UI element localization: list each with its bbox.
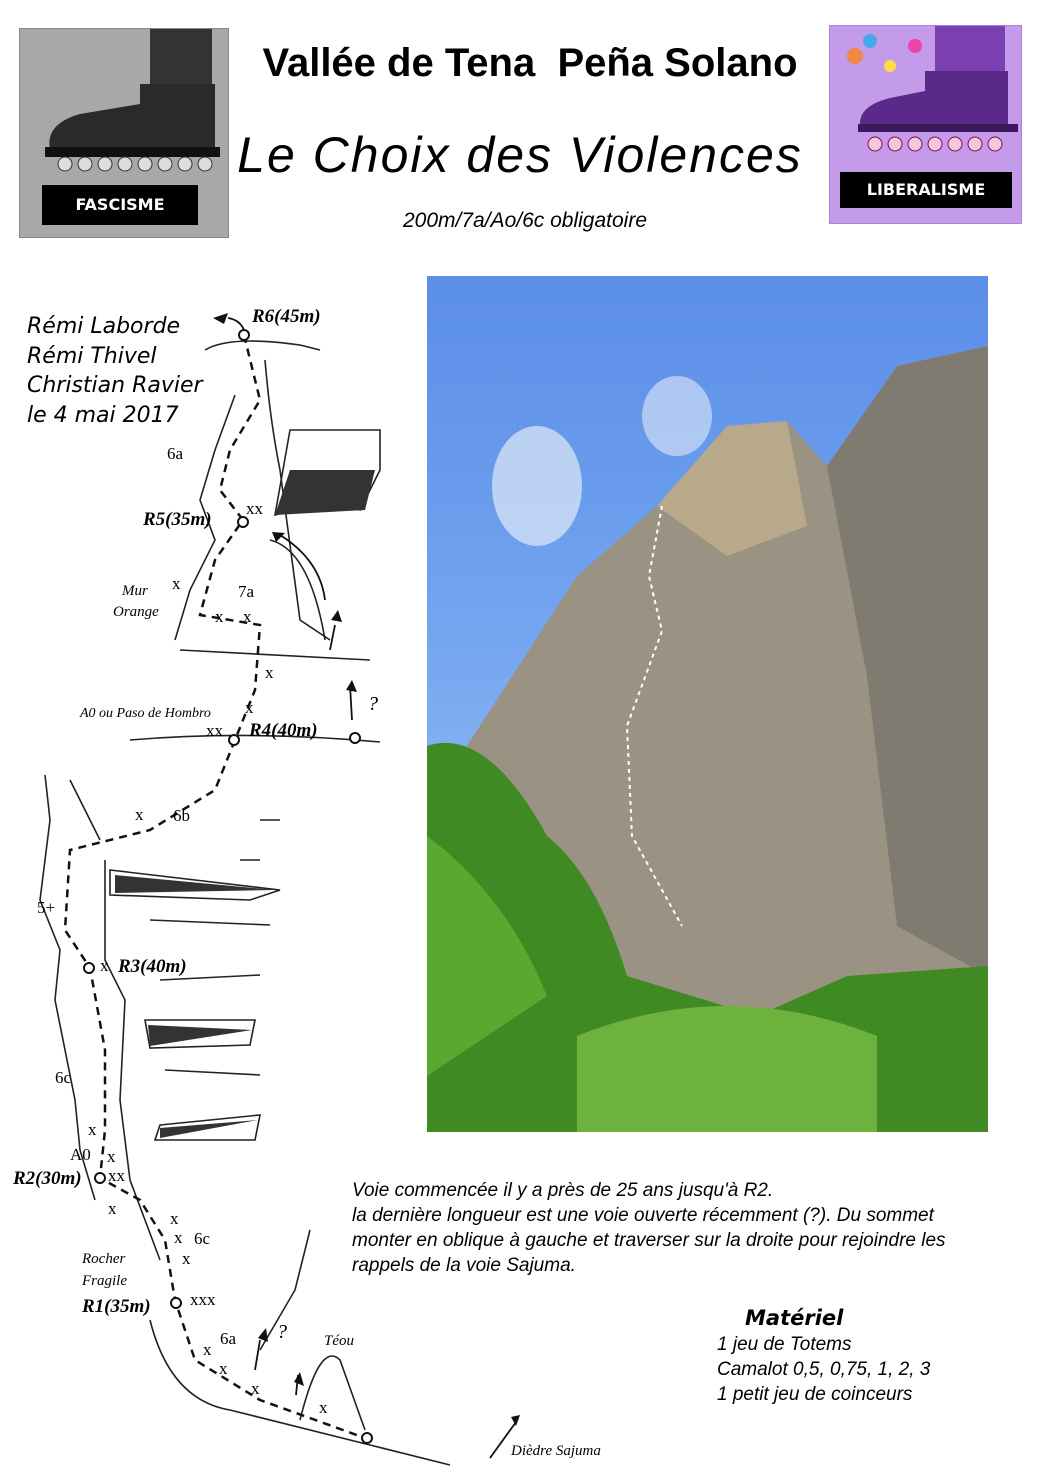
bolt-mark: x	[245, 698, 254, 717]
belay-r1: R1(35m)	[81, 1296, 151, 1317]
bolt-mark: xx	[206, 721, 224, 740]
gear-item: Camalot 0,5, 0,75, 1, 2, 3	[717, 1359, 931, 1380]
bolt-mark: x	[174, 1228, 183, 1247]
grade-label: 5+	[37, 898, 55, 917]
feature-label: Orange	[113, 604, 159, 620]
bolt-mark: x	[100, 956, 109, 975]
liberalisme-label: LIBERALISME	[840, 172, 1012, 208]
first-ascensionists: Rémi Laborde Rémi Thivel Christian Ravie…	[27, 312, 203, 430]
gear-heading: Matériel	[745, 1306, 844, 1330]
bolt-mark: xx	[108, 1166, 126, 1185]
bolt-mark: x	[265, 663, 274, 682]
boot-illustration-colored	[847, 26, 1018, 152]
question-mark: ?	[277, 1321, 287, 1343]
bolt-mark: x	[203, 1340, 212, 1359]
direction-arrows	[213, 313, 520, 1426]
bolt-mark: x	[219, 1359, 228, 1378]
gear-item: 1 jeu de Totems	[717, 1334, 852, 1355]
author-line: Rémi Thivel	[27, 343, 157, 369]
author-line: Rémi Laborde	[27, 314, 181, 339]
fascisme-poster: FASCISME	[19, 28, 229, 238]
feature-label: Rocher	[81, 1251, 125, 1267]
bolt-mark: x	[319, 1398, 328, 1417]
boot-illustration	[45, 29, 220, 172]
grade-label: 6a	[220, 1329, 237, 1348]
cliff-photo	[427, 276, 988, 1132]
route-description: Voie commencée il y a près de 25 ans jus…	[352, 1178, 1032, 1278]
feature-label: Téou	[324, 1333, 354, 1349]
route-topo: R6(45m) 6a R5(35m) xx Mur Orange x 7a x …	[12, 306, 601, 1466]
grade-label: 6b	[173, 806, 190, 825]
feature-label: Mur	[121, 583, 148, 599]
route-name: Le Choix des Violences	[237, 127, 803, 183]
grade-label: 6c	[55, 1068, 72, 1087]
bolt-mark: x	[107, 1147, 116, 1166]
bolt-mark: x	[251, 1379, 260, 1398]
page-title: Vallée de Tena Peña Solano	[262, 41, 798, 85]
description-line: la dernière longueur est une voie ouvert…	[352, 1205, 934, 1226]
roof-hatching	[115, 470, 375, 1138]
cliff-photo-illustration	[427, 346, 988, 1132]
bolt-mark: x	[135, 805, 144, 824]
belay-r6: R6(45m)	[251, 306, 321, 327]
belay-stations	[83, 329, 373, 1444]
question-mark: ?	[368, 693, 378, 715]
description-line: Voie commencée il y a près de 25 ans jus…	[352, 1180, 774, 1201]
author-line: Christian Ravier	[27, 373, 203, 398]
bolt-mark: x	[182, 1249, 191, 1268]
ascent-date: le 4 mai 2017	[27, 402, 179, 428]
description-line: monter en oblique à gauche et traverser …	[352, 1230, 946, 1251]
feature-label: A0 ou Paso de Hombro	[79, 706, 211, 721]
belay-r2: R2(30m)	[12, 1168, 82, 1189]
route-line	[63, 334, 366, 1440]
bolt-mark: x	[215, 607, 224, 626]
feature-label: Dièdre Sajuma	[510, 1443, 601, 1459]
belay-r4: R4(40m)	[248, 720, 318, 741]
fascisme-label: FASCISME	[42, 185, 198, 225]
description-line: rappels de la voie Sajuma.	[352, 1255, 576, 1276]
bolt-mark: x	[243, 607, 252, 626]
bolt-mark: x	[108, 1199, 117, 1218]
bolt-mark: x	[172, 574, 181, 593]
grade-label: 6a	[167, 444, 184, 463]
rock-outlines	[39, 340, 451, 1466]
liberalisme-poster: LIBERALISME	[829, 25, 1022, 224]
feature-label: Fragile	[81, 1273, 127, 1289]
grade-label: 7a	[238, 582, 255, 601]
gear-list: 1 jeu de Totems Camalot 0,5, 0,75, 1, 2,…	[717, 1332, 930, 1407]
route-grade: 200m/7a/Ao/6c obligatoire	[403, 209, 647, 232]
belay-r3: R3(40m)	[117, 956, 187, 977]
bolt-mark: xx	[246, 499, 264, 518]
bolt-mark: x	[88, 1120, 97, 1139]
grade-label: A0	[70, 1145, 91, 1164]
gear-item: 1 petit jeu de coinceurs	[717, 1384, 913, 1405]
grade-label: 6c	[194, 1229, 211, 1248]
bolt-mark: xxx	[190, 1290, 216, 1309]
bolt-mark: x	[170, 1209, 179, 1228]
belay-r5: R5(35m)	[142, 509, 212, 530]
